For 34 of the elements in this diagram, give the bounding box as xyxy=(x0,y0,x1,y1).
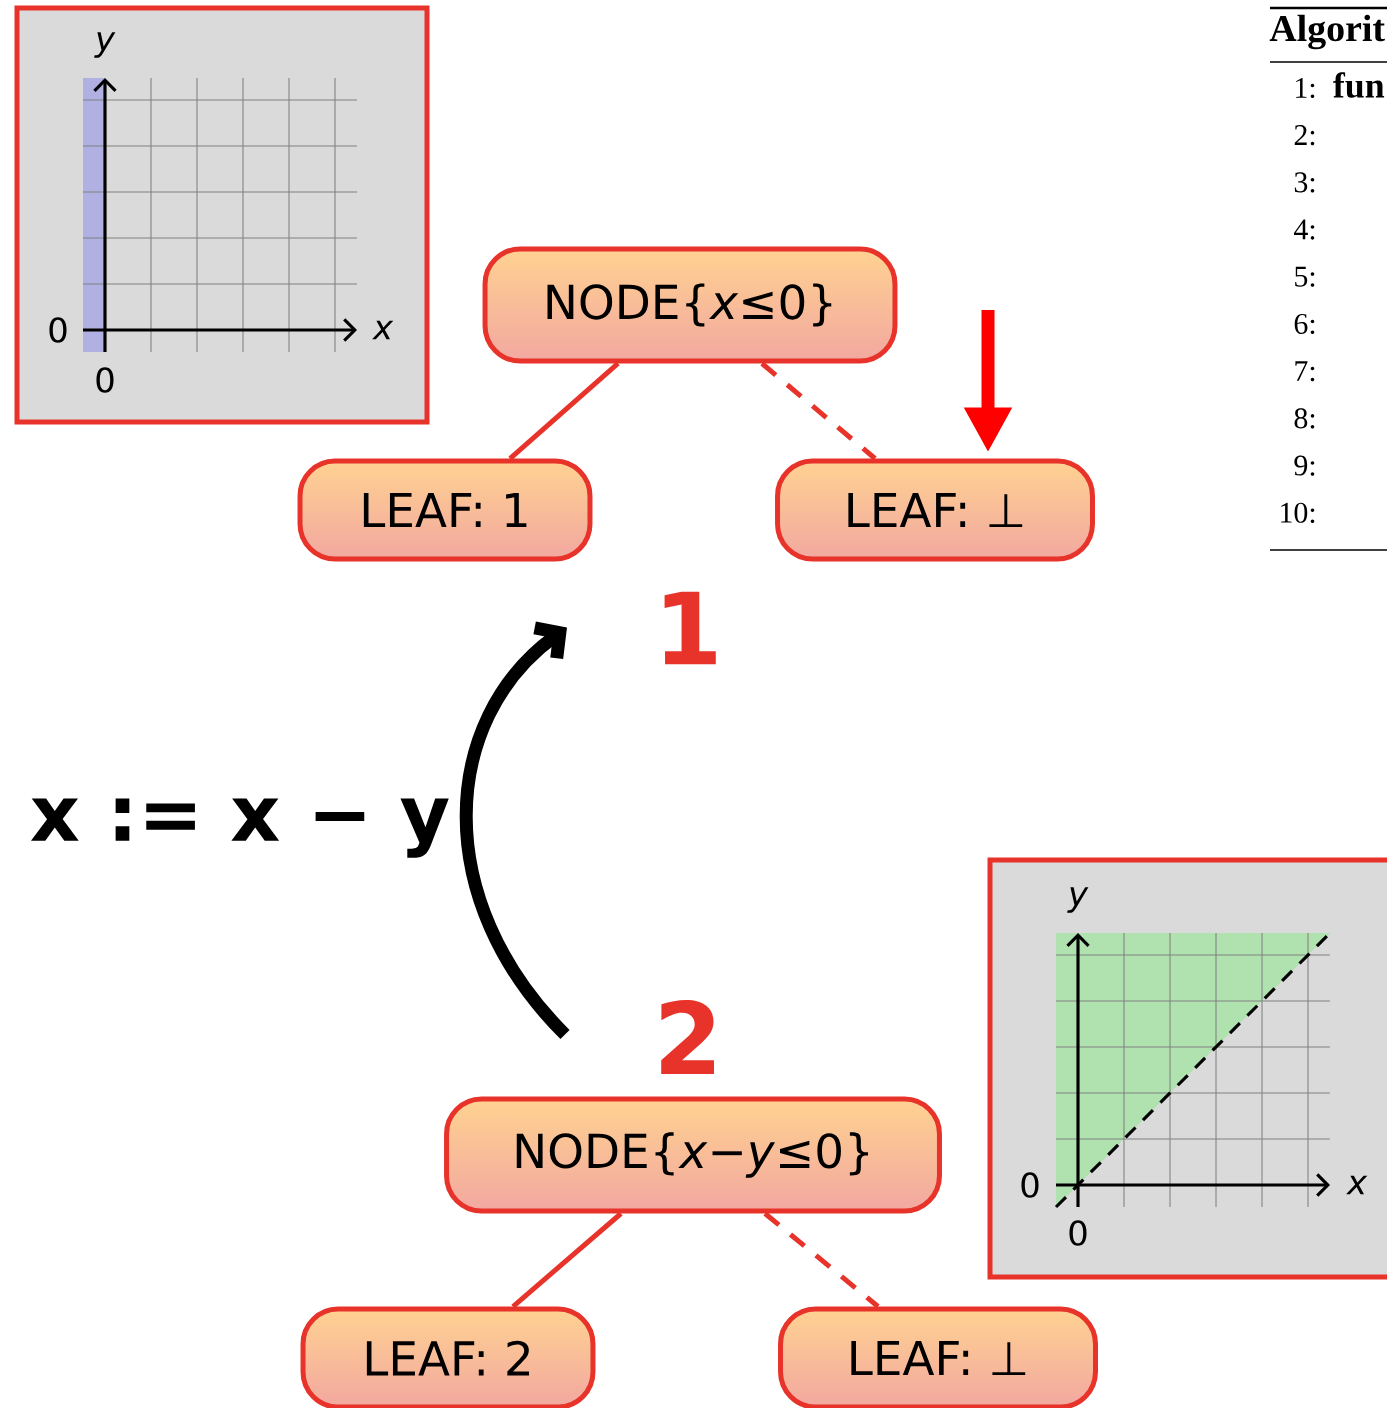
tree-node-box: NODE{x−y≤0} xyxy=(444,1096,942,1214)
line-number: 2: xyxy=(1294,125,1315,146)
tree-node-box: LEAF: 2 xyxy=(300,1306,596,1408)
step-number: 1 xyxy=(664,591,716,665)
axis-label: x xyxy=(372,320,394,340)
line-number: 1: xyxy=(1296,77,1315,99)
axis-label: y xyxy=(94,32,116,58)
connector-line xyxy=(511,1211,623,1309)
connector-line xyxy=(763,1211,880,1309)
tree-node-box: LEAF: 1 xyxy=(297,458,593,562)
arrow xyxy=(459,621,570,1039)
line-number: 10: xyxy=(1281,502,1315,523)
line-number: 5: xyxy=(1295,266,1315,287)
line-number: 4: xyxy=(1294,219,1315,240)
line-number: 8: xyxy=(1294,408,1315,429)
tree-node-box: LEAF: ⊥ xyxy=(778,1306,1098,1408)
line-number: 6: xyxy=(1294,313,1315,335)
tick-label: 0 xyxy=(49,317,67,343)
line-number: 7: xyxy=(1295,361,1315,382)
axis-label: x xyxy=(1346,1175,1368,1195)
connector-line xyxy=(760,361,877,461)
tree-node-box: LEAF: ⊥ xyxy=(775,458,1095,562)
tick-label: 0 xyxy=(96,367,114,393)
connector-line xyxy=(508,361,620,461)
algorithm-title: Algorit xyxy=(1269,14,1385,50)
line-number: 9: xyxy=(1294,455,1315,476)
tick-label: 0 xyxy=(1021,1172,1039,1198)
tick-label: 0 xyxy=(1069,1220,1087,1246)
step-number: 2 xyxy=(661,1000,714,1074)
edge-label: x := x − y xyxy=(30,798,449,858)
line-number: 3: xyxy=(1294,172,1315,193)
keyword: fun xyxy=(1333,72,1385,98)
axis-label: y xyxy=(1067,887,1089,913)
tree-node-box: NODE{x≤0} xyxy=(482,246,898,364)
